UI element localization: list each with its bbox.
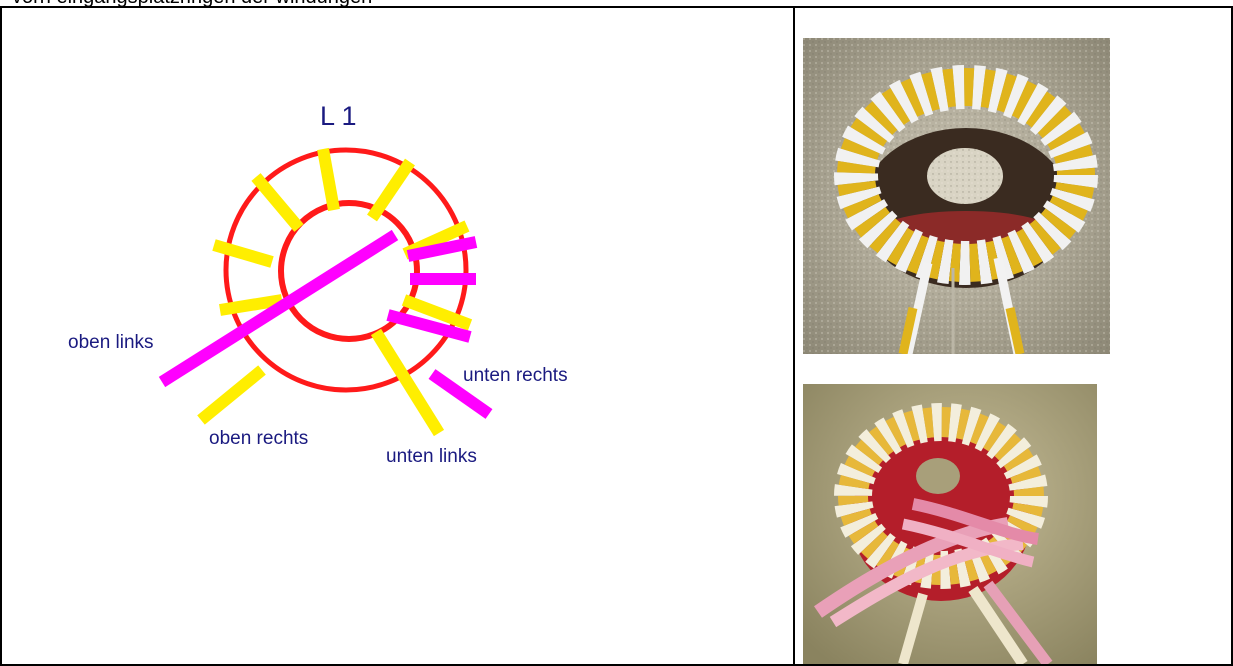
yellow-winding-1 bbox=[214, 245, 272, 262]
lead-oben-links bbox=[162, 235, 395, 382]
label-oben-rechts: oben rechts bbox=[209, 428, 308, 449]
yellow-winding-4 bbox=[372, 162, 410, 218]
label-unten-links: unten links bbox=[386, 446, 477, 467]
diagram-title: L 1 bbox=[320, 101, 357, 131]
yellow-winding-3 bbox=[323, 149, 334, 210]
label-unten-rechts: unten rechts bbox=[463, 365, 568, 386]
diagram-cell: L 1 oben links oben rechts unt bbox=[2, 8, 793, 664]
toroid-winding-diagram: L 1 oben links oben rechts unt bbox=[2, 8, 791, 659]
photo-cell bbox=[795, 8, 1233, 664]
label-oben-links: oben links bbox=[68, 332, 154, 353]
yellow-winding-2 bbox=[256, 177, 299, 228]
toroid-photo-yellow-white bbox=[803, 38, 1110, 354]
toroid-photo-pink-white bbox=[803, 384, 1097, 664]
lead-oben-rechts bbox=[201, 370, 262, 420]
layout-table: L 1 oben links oben rechts unt bbox=[0, 6, 1233, 666]
